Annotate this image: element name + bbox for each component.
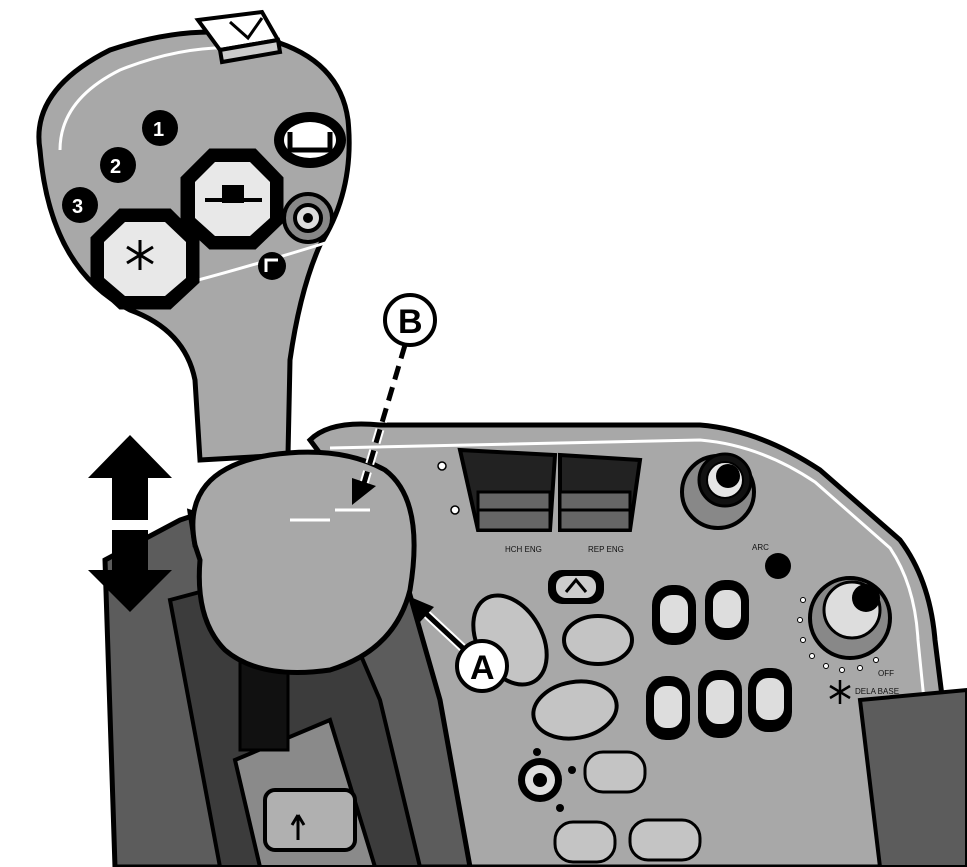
callout-a: A	[408, 596, 509, 693]
svg-text:1: 1	[153, 119, 164, 141]
joystick-ball-base	[190, 449, 417, 675]
joystick-lever[interactable]: 3 2 1	[36, 9, 417, 675]
knob-bottom-label: OFF	[878, 669, 894, 678]
octagon-control-lower[interactable]	[90, 208, 200, 310]
knob-top-label: ARC	[752, 543, 769, 552]
grip-top-cap[interactable]	[194, 9, 283, 65]
side-control-panel: HCH ENG REP ENG ARC OFF DELA BASE	[306, 421, 967, 867]
oval-button-3[interactable]	[529, 675, 621, 745]
up-down-arrow-icon	[88, 435, 172, 612]
switch-right-label: REP ENG	[588, 545, 624, 554]
grip-button-3[interactable]: 3	[62, 187, 98, 223]
octagon-control-upper[interactable]	[180, 148, 284, 250]
hitch-icon[interactable]	[274, 112, 346, 168]
svg-text:3: 3	[72, 196, 83, 218]
oval-button-2[interactable]	[562, 614, 634, 666]
grip-round-button[interactable]	[282, 192, 334, 244]
rotary-knob-bottom[interactable]	[808, 576, 892, 660]
panel-button-6[interactable]	[583, 750, 647, 794]
rotary-knob-top[interactable]	[680, 452, 756, 530]
knob-bottom-sublabel: DELA BASE	[855, 687, 899, 696]
grip-button-1[interactable]: 1	[142, 110, 178, 146]
panel-button-grid	[646, 580, 792, 740]
rocker-switch-right[interactable]	[558, 452, 643, 532]
callout-label-b: B	[398, 303, 423, 341]
snowflake-icon	[829, 680, 851, 704]
svg-text:2: 2	[110, 156, 121, 178]
snowflake-icon	[126, 240, 154, 270]
knob-scale-dots	[797, 597, 879, 673]
grip-small-button[interactable]	[258, 252, 286, 280]
callout-b: B	[352, 293, 437, 505]
rocker-switch-left[interactable]	[457, 447, 558, 532]
indicator-lamp	[765, 553, 791, 579]
hitch-mode-button[interactable]	[548, 570, 604, 604]
grip-button-2[interactable]: 2	[100, 147, 136, 183]
callout-label-a: A	[470, 649, 495, 687]
switch-left-label: HCH ENG	[505, 545, 542, 554]
